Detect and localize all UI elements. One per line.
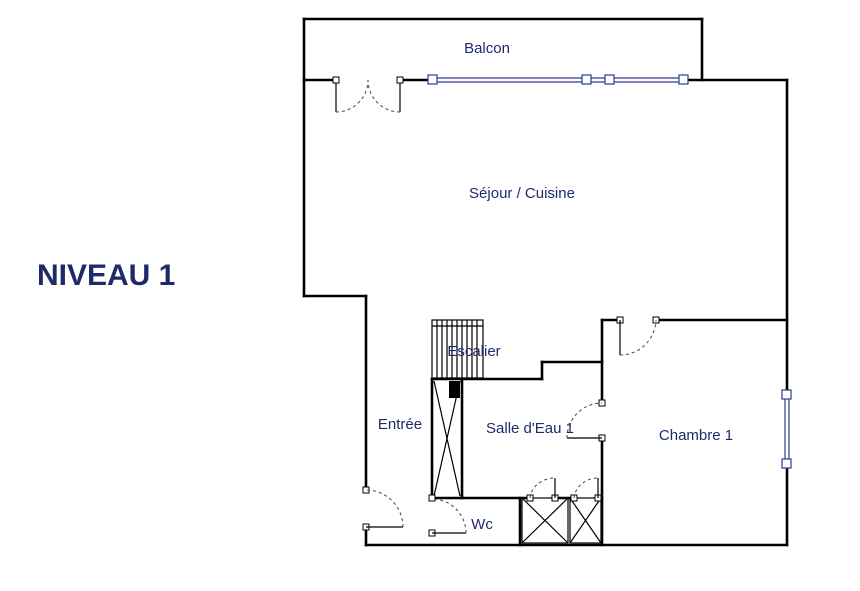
- room-label-wc: Wc: [471, 516, 493, 533]
- bedroom-window: [781, 389, 792, 469]
- balcony-window: [427, 74, 689, 85]
- room-label-entree: Entrée: [378, 416, 422, 433]
- closets-bottom: [521, 497, 602, 544]
- room-label-balcon: Balcon: [464, 40, 510, 57]
- room-label-sejour: Séjour / Cuisine: [469, 185, 575, 202]
- balcony-door: [332, 76, 404, 113]
- room-label-chambre: Chambre 1: [659, 427, 733, 444]
- balcony-outline: [302, 17, 704, 82]
- closet-left: [433, 380, 461, 497]
- room-label-salle-eau: Salle d'Eau 1: [486, 420, 574, 437]
- exterior-walls: [302, 78, 789, 547]
- doors: [362, 316, 660, 537]
- room-label-escalier: Escalier: [447, 343, 500, 360]
- plan-title: NIVEAU 1: [37, 259, 175, 292]
